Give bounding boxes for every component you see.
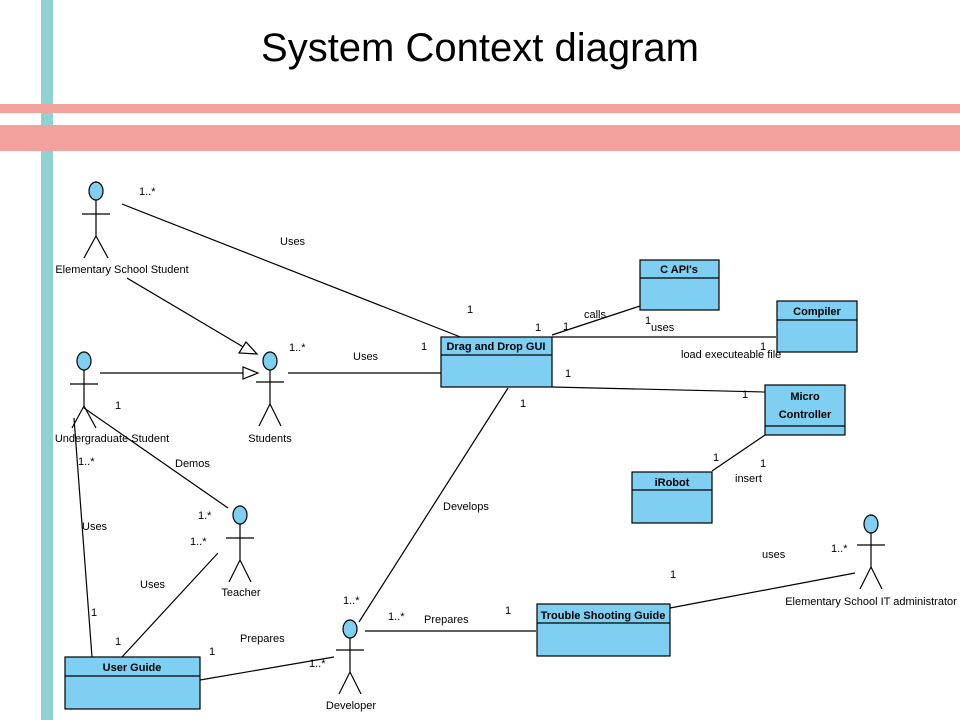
assoc-irobot-micro [711, 434, 766, 472]
actor-students[interactable] [256, 351, 284, 427]
label-uses: uses [651, 322, 675, 334]
multiplicity: 1 [421, 341, 427, 353]
class-irobot[interactable]: iRobot [631, 471, 713, 524]
multiplicity: 1 [209, 646, 215, 658]
actor-label-teacher: Teacher [221, 587, 260, 599]
assoc-undergrad-userguide [73, 417, 93, 658]
multiplicity: 1 [91, 607, 97, 619]
association-labels: Uses Uses calls uses load executeable fi… [82, 236, 786, 645]
assoc-teacher-userguide [121, 552, 219, 658]
generalization-lines [100, 277, 246, 374]
multiplicity: 1..* [388, 611, 405, 623]
label-calls: calls [584, 309, 607, 321]
multiplicity: 1..* [831, 543, 848, 555]
label-prepares: Prepares [240, 633, 285, 645]
multiplicity: 1..* [139, 186, 156, 198]
accent-thin-horizontal-bar [0, 104, 960, 113]
actor-it-administrator[interactable] [857, 514, 885, 590]
class-name-line-2: Controller [779, 409, 832, 421]
class-name-line-1: Micro [790, 391, 820, 403]
multiplicity: 1 [742, 389, 748, 401]
multiplicity: 1 [115, 636, 121, 648]
multiplicity: 1 [645, 315, 651, 327]
multiplicity: 1 [505, 605, 511, 617]
association-lines [73, 203, 856, 681]
generalization-arrowhead [237, 341, 259, 355]
assoc-trouble-admin [669, 572, 856, 609]
label-load-executeable-file: load executeable file [681, 349, 781, 361]
assoc-gui-micro [551, 386, 766, 393]
multiplicity: 1 [563, 321, 569, 333]
label-uses: Uses [140, 579, 166, 591]
actor-label-elementary-student: Elementary School Student [55, 264, 188, 276]
class-name: User Guide [103, 662, 162, 674]
actor-label-it-administrator: Elementary School IT administrator [785, 596, 957, 608]
actor-teacher[interactable] [226, 505, 254, 583]
label-demos: Demos [175, 458, 210, 470]
class-name: Trouble Shooting Guide [541, 610, 666, 622]
multiplicity: 1..* [289, 342, 306, 354]
multiplicity: 1 [760, 341, 766, 353]
multiplicity: 1 [467, 304, 473, 316]
assoc-developer-gui [358, 387, 509, 623]
multiplicity: 1..* [190, 536, 207, 548]
assoc-gui-capi [551, 305, 641, 336]
accent-vertical-bar [41, 0, 53, 720]
actor-label-undergraduate-student: Undergraduate Student [55, 433, 169, 445]
label-uses: uses [762, 549, 786, 561]
label-insert: insert [735, 473, 762, 485]
generalization-arrowhead [242, 366, 260, 380]
actor-label-students: Students [248, 433, 292, 445]
actor-elementary-student[interactable] [82, 181, 110, 259]
actor-developer[interactable] [336, 619, 364, 695]
label-prepares: Prepares [424, 614, 469, 626]
assoc-userguide-developer [199, 656, 335, 681]
assoc-undergrad-teacher [83, 407, 229, 509]
multiplicity: 1.* [198, 510, 212, 522]
multiplicity: 1..* [78, 456, 95, 468]
multiplicity: 1..* [309, 658, 326, 670]
label-develops: Develops [443, 501, 489, 513]
class-name: Drag and Drop GUI [446, 341, 545, 353]
multiplicity: 1 [115, 400, 121, 412]
multiplicity: 1 [670, 569, 676, 581]
accent-thick-horizontal-bar [0, 125, 960, 151]
multiplicity: 1..* [343, 595, 360, 607]
multiplicity-labels: 1..* 1 1..* 1 1 1 1 1 1 1 1 1 1 1 1..* 1… [78, 186, 848, 670]
label-uses: Uses [82, 521, 108, 533]
class-name: C API's [660, 264, 698, 276]
multiplicity: 1 [535, 322, 541, 334]
actor-label-developer: Developer [326, 700, 376, 712]
assoc-elementary-gui [121, 203, 464, 339]
multiplicity: 1 [713, 452, 719, 464]
multiplicity: 1 [565, 368, 571, 380]
class-drag-drop-gui[interactable]: Drag and Drop GUI [440, 336, 553, 388]
class-c-apis[interactable]: C API's [639, 259, 720, 311]
multiplicity: 1 [760, 458, 766, 470]
class-name: Compiler [793, 306, 841, 318]
multiplicity: 1 [520, 398, 526, 410]
class-name: iRobot [655, 477, 690, 489]
label-uses: Uses [280, 236, 306, 248]
class-trouble-shooting-guide[interactable]: Trouble Shooting Guide [536, 603, 671, 657]
class-compiler[interactable]: Compiler [776, 300, 858, 353]
actor-undergraduate-student[interactable] [70, 351, 98, 429]
class-user-guide[interactable]: User Guide [64, 656, 201, 710]
generalization-elementary-students [126, 277, 246, 349]
class-micro-controller[interactable]: Micro Controller [764, 384, 846, 436]
label-uses: Uses [353, 351, 379, 363]
slide-title: System Context diagram [261, 26, 699, 70]
